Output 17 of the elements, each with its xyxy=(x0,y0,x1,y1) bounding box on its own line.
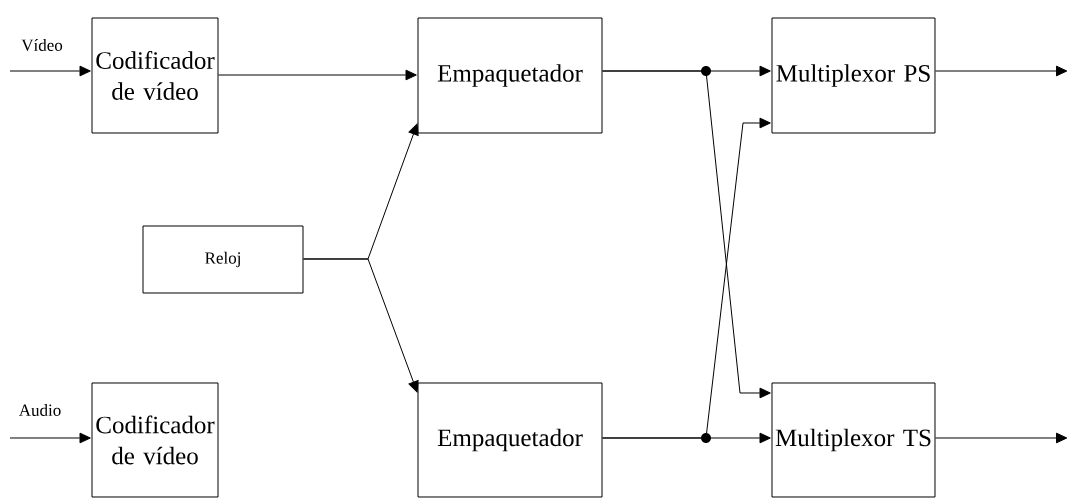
process-box: Multiplexor TS xyxy=(771,382,936,498)
arrow xyxy=(9,65,91,77)
process-box: Codificador de vídeo xyxy=(91,382,219,498)
process-box: Codificador de vídeo xyxy=(91,17,219,134)
process-box: Multiplexor PS xyxy=(771,17,936,134)
process-box: Empaquetador xyxy=(417,382,603,498)
arrow xyxy=(935,432,1068,444)
arrow xyxy=(303,258,419,393)
arrow xyxy=(218,69,417,81)
arrow xyxy=(602,117,771,439)
arrow xyxy=(602,70,771,399)
arrow xyxy=(9,432,91,444)
edge-label: Vídeo xyxy=(21,38,63,52)
arrow xyxy=(935,65,1068,77)
process-box: Reloj xyxy=(142,225,304,294)
edge-label: Audio xyxy=(18,404,61,416)
process-box: Empaquetador xyxy=(417,17,603,134)
